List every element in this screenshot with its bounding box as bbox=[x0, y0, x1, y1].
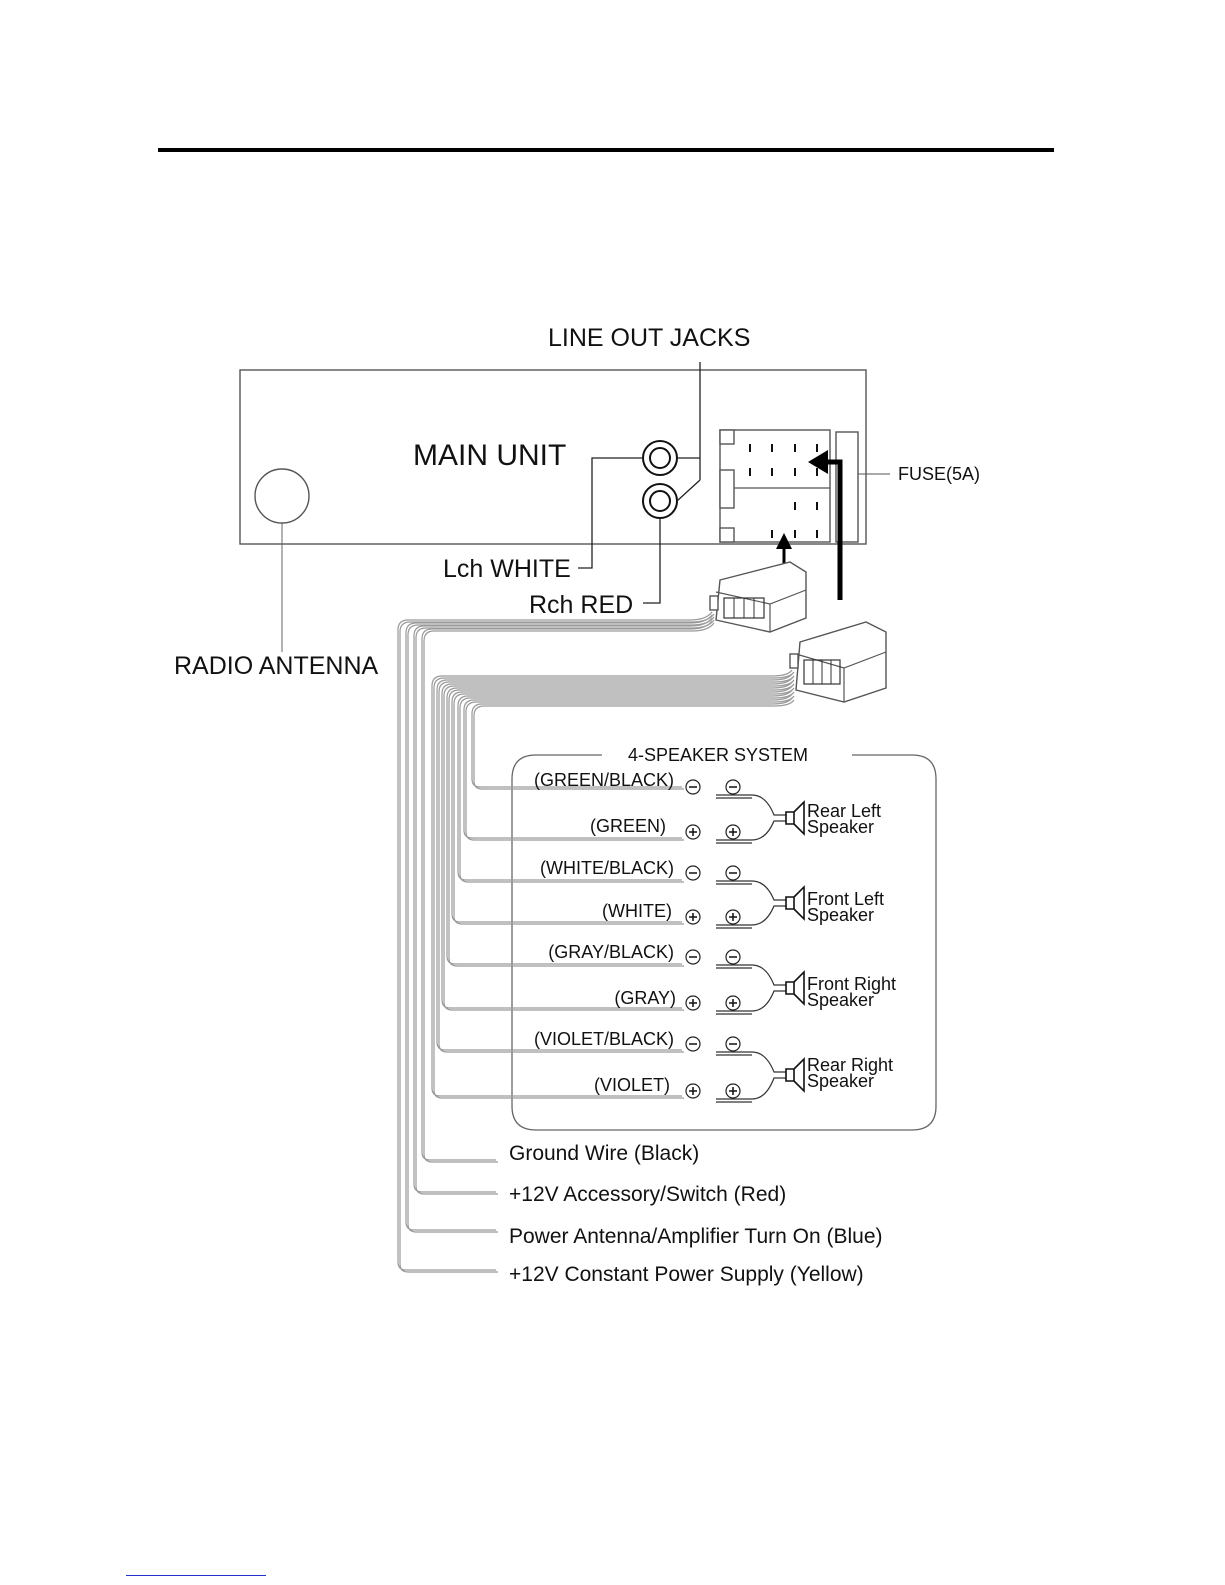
fuse-label: FUSE(5A) bbox=[898, 464, 980, 484]
wire-label-rear-left-neg: (GREEN/BLACK) bbox=[534, 770, 674, 790]
speaker-lead-1 bbox=[716, 794, 786, 844]
footer-underline bbox=[126, 1575, 266, 1576]
wire-label-front-left-pos: (WHITE) bbox=[602, 901, 672, 921]
speaker-icon bbox=[785, 800, 805, 836]
rch-leader bbox=[643, 518, 661, 604]
speaker-icon bbox=[785, 970, 805, 1006]
wire-label-front-left-neg: (WHITE/BLACK) bbox=[540, 858, 674, 878]
speaker-name-rear-left-1: Rear Left bbox=[807, 801, 881, 821]
lch-white-label: Lch WHITE bbox=[443, 555, 571, 583]
speaker-wire-7-shadow bbox=[438, 675, 795, 1053]
wire-label-front-right-neg: (GRAY/BLACK) bbox=[548, 942, 674, 962]
speaker-lead-3 bbox=[716, 964, 786, 1015]
wire-constant-power bbox=[397, 611, 713, 1271]
speaker-name-rear-right-2: Speaker bbox=[807, 1071, 874, 1091]
harness-plug-1 bbox=[709, 561, 807, 633]
wire-harness bbox=[397, 611, 795, 1273]
main-unit-label: MAIN UNIT bbox=[413, 439, 566, 472]
ground-wire-label: Ground Wire (Black) bbox=[509, 1142, 699, 1165]
rch-red-label: Rch RED bbox=[529, 591, 633, 619]
speaker-name-rear-left-2: Speaker bbox=[807, 817, 874, 837]
speaker-name-front-right-2: Speaker bbox=[807, 990, 874, 1010]
speaker-wire-8-shadow bbox=[433, 671, 795, 1099]
speaker-icon bbox=[785, 1057, 805, 1093]
speaker-wire-5-shadow bbox=[448, 683, 795, 967]
speaker-wire-2-shadow bbox=[465, 695, 795, 841]
constant-power-wire-label: +12V Constant Power Supply (Yellow) bbox=[509, 1263, 864, 1286]
speaker-system-frame bbox=[511, 754, 937, 1131]
wire-label-rear-left-pos: (GREEN) bbox=[590, 816, 666, 836]
wire-label-rear-right-neg: (VIOLET/BLACK) bbox=[534, 1029, 674, 1049]
speaker-name-front-left-1: Front Left bbox=[807, 889, 884, 909]
antenna-socket bbox=[254, 468, 310, 524]
line-out-leader bbox=[676, 362, 701, 502]
line-out-jacks-label: LINE OUT JACKS bbox=[548, 324, 750, 352]
accessory-wire-label: +12V Accessory/Switch (Red) bbox=[509, 1183, 786, 1206]
speaker-icon bbox=[785, 885, 805, 921]
speaker-name-front-right-1: Front Right bbox=[807, 974, 896, 994]
rear-connector-block bbox=[719, 429, 831, 543]
radio-antenna-label: RADIO ANTENNA bbox=[174, 652, 379, 680]
speaker-system-label: 4-SPEAKER SYSTEM bbox=[628, 745, 808, 765]
speaker-wire-6-shadow bbox=[443, 679, 795, 1011]
harness-plug-2 bbox=[789, 621, 887, 703]
speaker-name-rear-right-1: Rear Right bbox=[807, 1055, 893, 1075]
lch-leader bbox=[578, 457, 643, 569]
power-antenna-wire-label: Power Antenna/Amplifier Turn On (Blue) bbox=[509, 1225, 883, 1248]
speaker-lead-2 bbox=[716, 880, 786, 929]
speaker-lead-4 bbox=[716, 1051, 786, 1103]
insert-arrow-upper bbox=[808, 450, 843, 600]
wire-label-front-right-pos: (GRAY) bbox=[614, 988, 676, 1008]
wire-ground-shadow bbox=[423, 622, 715, 1163]
speaker-wire-3-shadow bbox=[459, 691, 795, 883]
wire-label-rear-right-pos: (VIOLET) bbox=[594, 1075, 670, 1095]
speaker-wire-4 bbox=[451, 685, 793, 923]
terminal-group bbox=[685, 779, 805, 1103]
speaker-name-front-left-2: Speaker bbox=[807, 905, 874, 925]
speaker-wire-1-shadow bbox=[473, 699, 795, 790]
speaker-wire-4-shadow bbox=[453, 687, 795, 925]
